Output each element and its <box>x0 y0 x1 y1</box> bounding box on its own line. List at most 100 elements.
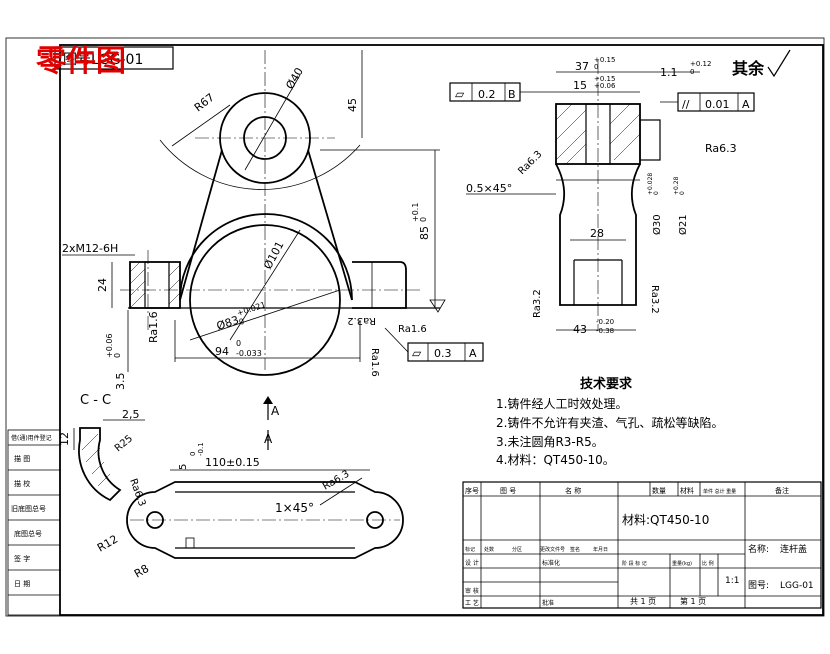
svg-text:110±0.15: 110±0.15 <box>205 456 260 469</box>
svg-text:0: 0 <box>113 353 122 358</box>
svg-text:43: 43 <box>573 323 587 336</box>
svg-text:底图总号: 底图总号 <box>14 529 42 538</box>
svg-text:R12: R12 <box>95 533 120 555</box>
svg-text:3.5: 3.5 <box>114 373 127 391</box>
svg-text:+0.28: +0.28 <box>673 176 680 195</box>
tech-req-item: 1.铸件经人工时效处理。 <box>496 396 627 411</box>
svg-text:0.3: 0.3 <box>434 347 452 360</box>
svg-text:A: A <box>264 432 273 446</box>
svg-text:批准: 批准 <box>542 599 554 607</box>
tech-req-item: 2.铸件不允许有夹渣、气孔、疏松等缺陷。 <box>496 415 723 430</box>
web-edges <box>179 149 353 301</box>
left-strip: 借(通)用件登记 描 图 描 校 旧底图总号 底图总号 签 字 日 期 <box>7 429 61 616</box>
svg-text:0: 0 <box>690 68 694 76</box>
svg-text:更改文件号: 更改文件号 <box>540 546 565 553</box>
outer-border <box>5 37 825 617</box>
svg-text:Ra1.6: Ra1.6 <box>147 311 160 343</box>
svg-text:0: 0 <box>653 191 660 195</box>
svg-text:5: 5 <box>178 464 189 470</box>
technical-requirements: 技术要求 1.铸件经人工时效处理。 2.铸件不允许有夹渣、气孔、疏松等缺陷。 3… <box>496 376 723 467</box>
svg-text:设 计: 设 计 <box>465 559 479 567</box>
svg-text:-0.20: -0.20 <box>596 318 614 326</box>
top-view: A 110±0.15 5 0 -0.1 1×45° Ra6.3 R12 R8 <box>95 430 404 581</box>
svg-text:年月日: 年月日 <box>593 546 608 553</box>
roughness-symbol-icon <box>767 49 791 78</box>
bore-circle <box>189 224 341 376</box>
svg-text:R67: R67 <box>192 91 217 115</box>
svg-text:R25: R25 <box>113 433 135 454</box>
svg-text:审 核: 审 核 <box>465 587 479 595</box>
datum-arrow-icon <box>263 396 273 404</box>
svg-text:比 例: 比 例 <box>702 560 714 567</box>
tech-req-title: 技术要求 <box>580 376 633 392</box>
svg-text:Ra3.2: Ra3.2 <box>532 289 543 318</box>
svg-text:+0.15: +0.15 <box>594 56 615 64</box>
bore-outer-arc <box>179 213 353 301</box>
svg-text://: // <box>682 98 690 111</box>
svg-text:⏥: ⏥ <box>412 346 422 360</box>
svg-text:描 校: 描 校 <box>14 479 30 488</box>
svg-text:重量(kg): 重量(kg) <box>672 560 692 567</box>
svg-text:24: 24 <box>96 278 109 292</box>
svg-text:日 期: 日 期 <box>14 580 30 588</box>
svg-text:签名: 签名 <box>570 546 580 553</box>
tech-req-item: 4.材料：QT450-10。 <box>496 453 615 467</box>
main-view: R67 Ø40 45 Ø101 2xM12-6H 24 <box>62 50 484 420</box>
svg-text:名 称: 名 称 <box>565 486 581 495</box>
svg-text:0: 0 <box>189 452 197 456</box>
left-flange <box>129 261 181 309</box>
svg-text:85: 85 <box>418 226 431 240</box>
svg-text:+0.15: +0.15 <box>594 75 615 83</box>
svg-text:Ra6.3: Ra6.3 <box>705 142 737 155</box>
svg-text:28: 28 <box>590 227 604 240</box>
svg-text:-0.033: -0.033 <box>236 349 262 358</box>
flatness-frame <box>407 342 484 362</box>
svg-text:B: B <box>508 88 516 101</box>
inner-border <box>59 44 824 616</box>
svg-text:+0.028: +0.028 <box>647 173 654 195</box>
svg-text:A: A <box>469 347 477 360</box>
svg-text:Ø40: Ø40 <box>283 65 306 91</box>
svg-text:Ra6.3: Ra6.3 <box>321 469 351 493</box>
thread-label: 2xM12-6H <box>62 242 118 255</box>
svg-text:借(通)用件登记: 借(通)用件登记 <box>11 434 52 442</box>
svg-text:A: A <box>271 404 280 418</box>
drawing-number-box <box>54 46 174 70</box>
title-drawing-number: LGG-01 <box>780 581 814 591</box>
svg-text:Ra6.3: Ra6.3 <box>127 477 147 508</box>
right-flange <box>352 261 407 309</box>
svg-text:描 图: 描 图 <box>14 454 30 463</box>
title-block: 序号 图 号 名 称 数量 材料 单件 总计 重量 备注 材料:QT450-10… <box>462 481 822 609</box>
svg-text:0: 0 <box>419 217 428 222</box>
svg-text:1:1: 1:1 <box>725 576 739 586</box>
svg-text:0: 0 <box>236 339 241 348</box>
svg-text:37: 37 <box>575 60 589 73</box>
side-body <box>555 163 641 306</box>
svg-text:材料: 材料 <box>680 486 694 495</box>
svg-text:名称:: 名称: <box>748 543 769 555</box>
svg-text:标记: 标记 <box>465 546 475 553</box>
roughness-symbol-icon <box>429 299 446 313</box>
svg-text:分区: 分区 <box>512 546 522 553</box>
svg-text:0: 0 <box>679 191 686 195</box>
svg-text:Ra3.2: Ra3.2 <box>347 315 376 326</box>
svg-text:旧底图总号: 旧底图总号 <box>11 504 46 513</box>
top-outline <box>126 481 404 559</box>
tech-req-item: 3.未注圆角R3-R5。 <box>496 434 604 449</box>
title-material: 材料:QT450-10 <box>622 513 709 527</box>
svg-text:15: 15 <box>573 79 587 92</box>
roughness-rest-label: 其余 <box>732 59 765 78</box>
svg-text:签 字: 签 字 <box>14 554 30 563</box>
svg-text:+0.12: +0.12 <box>690 60 711 68</box>
svg-text:第 1 页: 第 1 页 <box>680 596 706 606</box>
svg-text:-0.1: -0.1 <box>197 442 205 456</box>
svg-text:1.1: 1.1 <box>660 66 678 79</box>
svg-text:0: 0 <box>594 63 598 71</box>
section-title: C - C <box>80 393 111 408</box>
svg-text:+0.06: +0.06 <box>105 333 114 358</box>
svg-text:12: 12 <box>58 432 71 446</box>
svg-text:序号: 序号 <box>465 486 479 495</box>
boss-outer <box>219 92 311 184</box>
svg-text:⏥: ⏥ <box>455 87 465 101</box>
svg-text:图 号: 图 号 <box>500 487 516 495</box>
